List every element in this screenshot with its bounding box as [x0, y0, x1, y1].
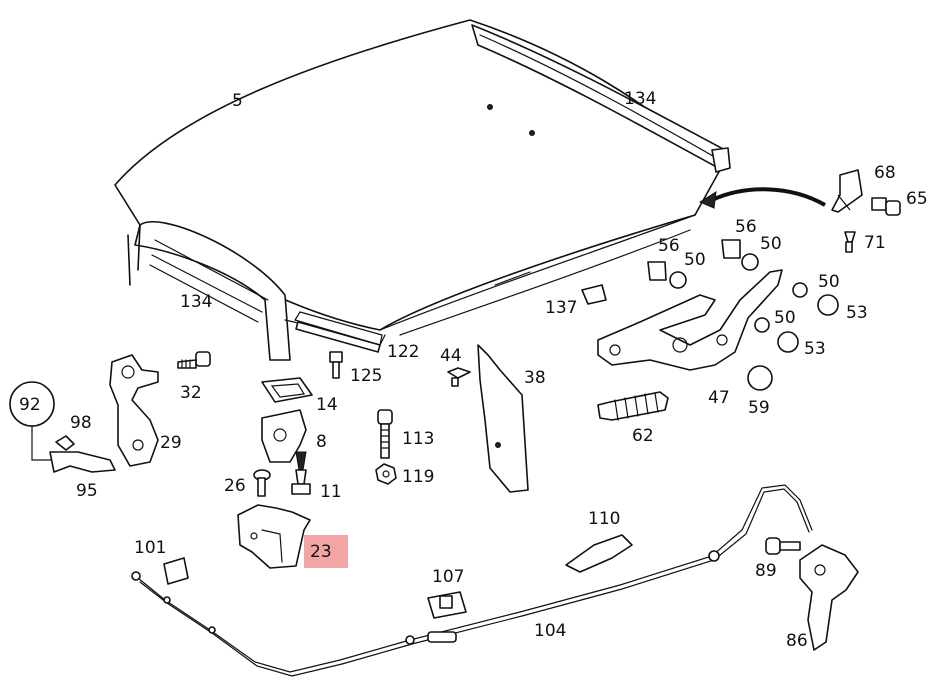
bushing-50-a — [669, 271, 687, 289]
label-125: 125 — [350, 366, 382, 386]
lever-95 — [49, 451, 116, 473]
label-101: 101 — [134, 538, 166, 558]
bracket-68 — [831, 169, 863, 213]
hood-panel — [114, 19, 721, 361]
clip-125 — [329, 351, 343, 379]
gasket-14 — [261, 377, 313, 403]
clip-56-a — [647, 261, 667, 281]
label-137: 137 — [545, 298, 577, 318]
cable-guide-107 — [427, 591, 467, 619]
label-122: 122 — [387, 342, 419, 362]
hood-seal-rear — [471, 24, 731, 173]
label-119: 119 — [402, 467, 434, 487]
release-cable-104 — [131, 484, 813, 677]
hinge-47 — [597, 269, 783, 371]
clip-44 — [447, 367, 471, 387]
label-38: 38 — [524, 368, 546, 388]
clip-98 — [55, 435, 75, 451]
label-65: 65 — [906, 189, 928, 209]
label-89: 89 — [755, 561, 777, 581]
nut-59 — [747, 365, 773, 391]
label-50-d: 50 — [774, 308, 796, 328]
callout-labels: 5 134 134 68 65 71 56 50 56 50 50 53 50 … — [19, 89, 928, 651]
nut-119 — [375, 463, 397, 485]
label-14: 14 — [316, 395, 338, 415]
label-47: 47 — [708, 388, 730, 408]
label-68: 68 — [874, 163, 896, 183]
label-5: 5 — [232, 91, 243, 111]
label-71: 71 — [864, 233, 886, 253]
label-53-b: 53 — [804, 339, 826, 359]
callout-circle-92 — [9, 381, 55, 461]
label-134-side: 134 — [180, 292, 212, 312]
label-50-c: 50 — [818, 272, 840, 292]
label-110: 110 — [588, 509, 620, 529]
release-handle-86 — [799, 544, 859, 651]
label-8: 8 — [316, 432, 327, 452]
screw-26 — [253, 469, 271, 497]
nut-53-a — [817, 294, 839, 316]
label-11: 11 — [320, 482, 342, 502]
nut-53-b — [777, 331, 799, 353]
label-23: 23 — [310, 542, 332, 562]
label-107: 107 — [432, 567, 464, 587]
screw-11 — [291, 469, 311, 495]
cover-38 — [477, 344, 529, 493]
label-50-a: 50 — [684, 250, 706, 270]
lock-bracket-23 — [237, 504, 311, 569]
clip-56-b — [721, 239, 741, 259]
label-44: 44 — [440, 346, 462, 366]
clip-137 — [581, 284, 607, 305]
bushing-50-c — [792, 282, 808, 298]
label-32: 32 — [180, 383, 202, 403]
label-98: 98 — [70, 413, 92, 433]
clip-101 — [163, 557, 189, 585]
label-26: 26 — [224, 476, 246, 496]
label-59: 59 — [748, 398, 770, 418]
label-50-b: 50 — [760, 234, 782, 254]
bolt-89 — [765, 537, 801, 555]
pin-71 — [844, 231, 856, 253]
label-53-a: 53 — [846, 303, 868, 323]
label-113: 113 — [402, 429, 434, 449]
label-95: 95 — [76, 481, 98, 501]
screw-65 — [871, 197, 901, 216]
label-92: 92 — [19, 395, 41, 415]
label-86: 86 — [786, 631, 808, 651]
spring-62 — [597, 391, 669, 421]
bushing-50-d — [754, 317, 770, 333]
label-56-b: 56 — [735, 217, 757, 237]
label-56-a: 56 — [658, 236, 680, 256]
trim-strip-122 — [295, 321, 381, 353]
label-104: 104 — [534, 621, 566, 641]
cable-tie-110 — [565, 534, 633, 573]
bolt-32 — [177, 351, 211, 369]
label-62: 62 — [632, 426, 654, 446]
bolt-113 — [377, 409, 393, 459]
lock-8 — [261, 409, 307, 471]
label-134-top: 134 — [624, 89, 656, 109]
release-lever-29 — [109, 354, 159, 467]
detail-arrow — [698, 187, 826, 209]
label-29: 29 — [160, 433, 182, 453]
highlight-box — [304, 535, 348, 568]
bushing-50-b — [741, 253, 759, 271]
